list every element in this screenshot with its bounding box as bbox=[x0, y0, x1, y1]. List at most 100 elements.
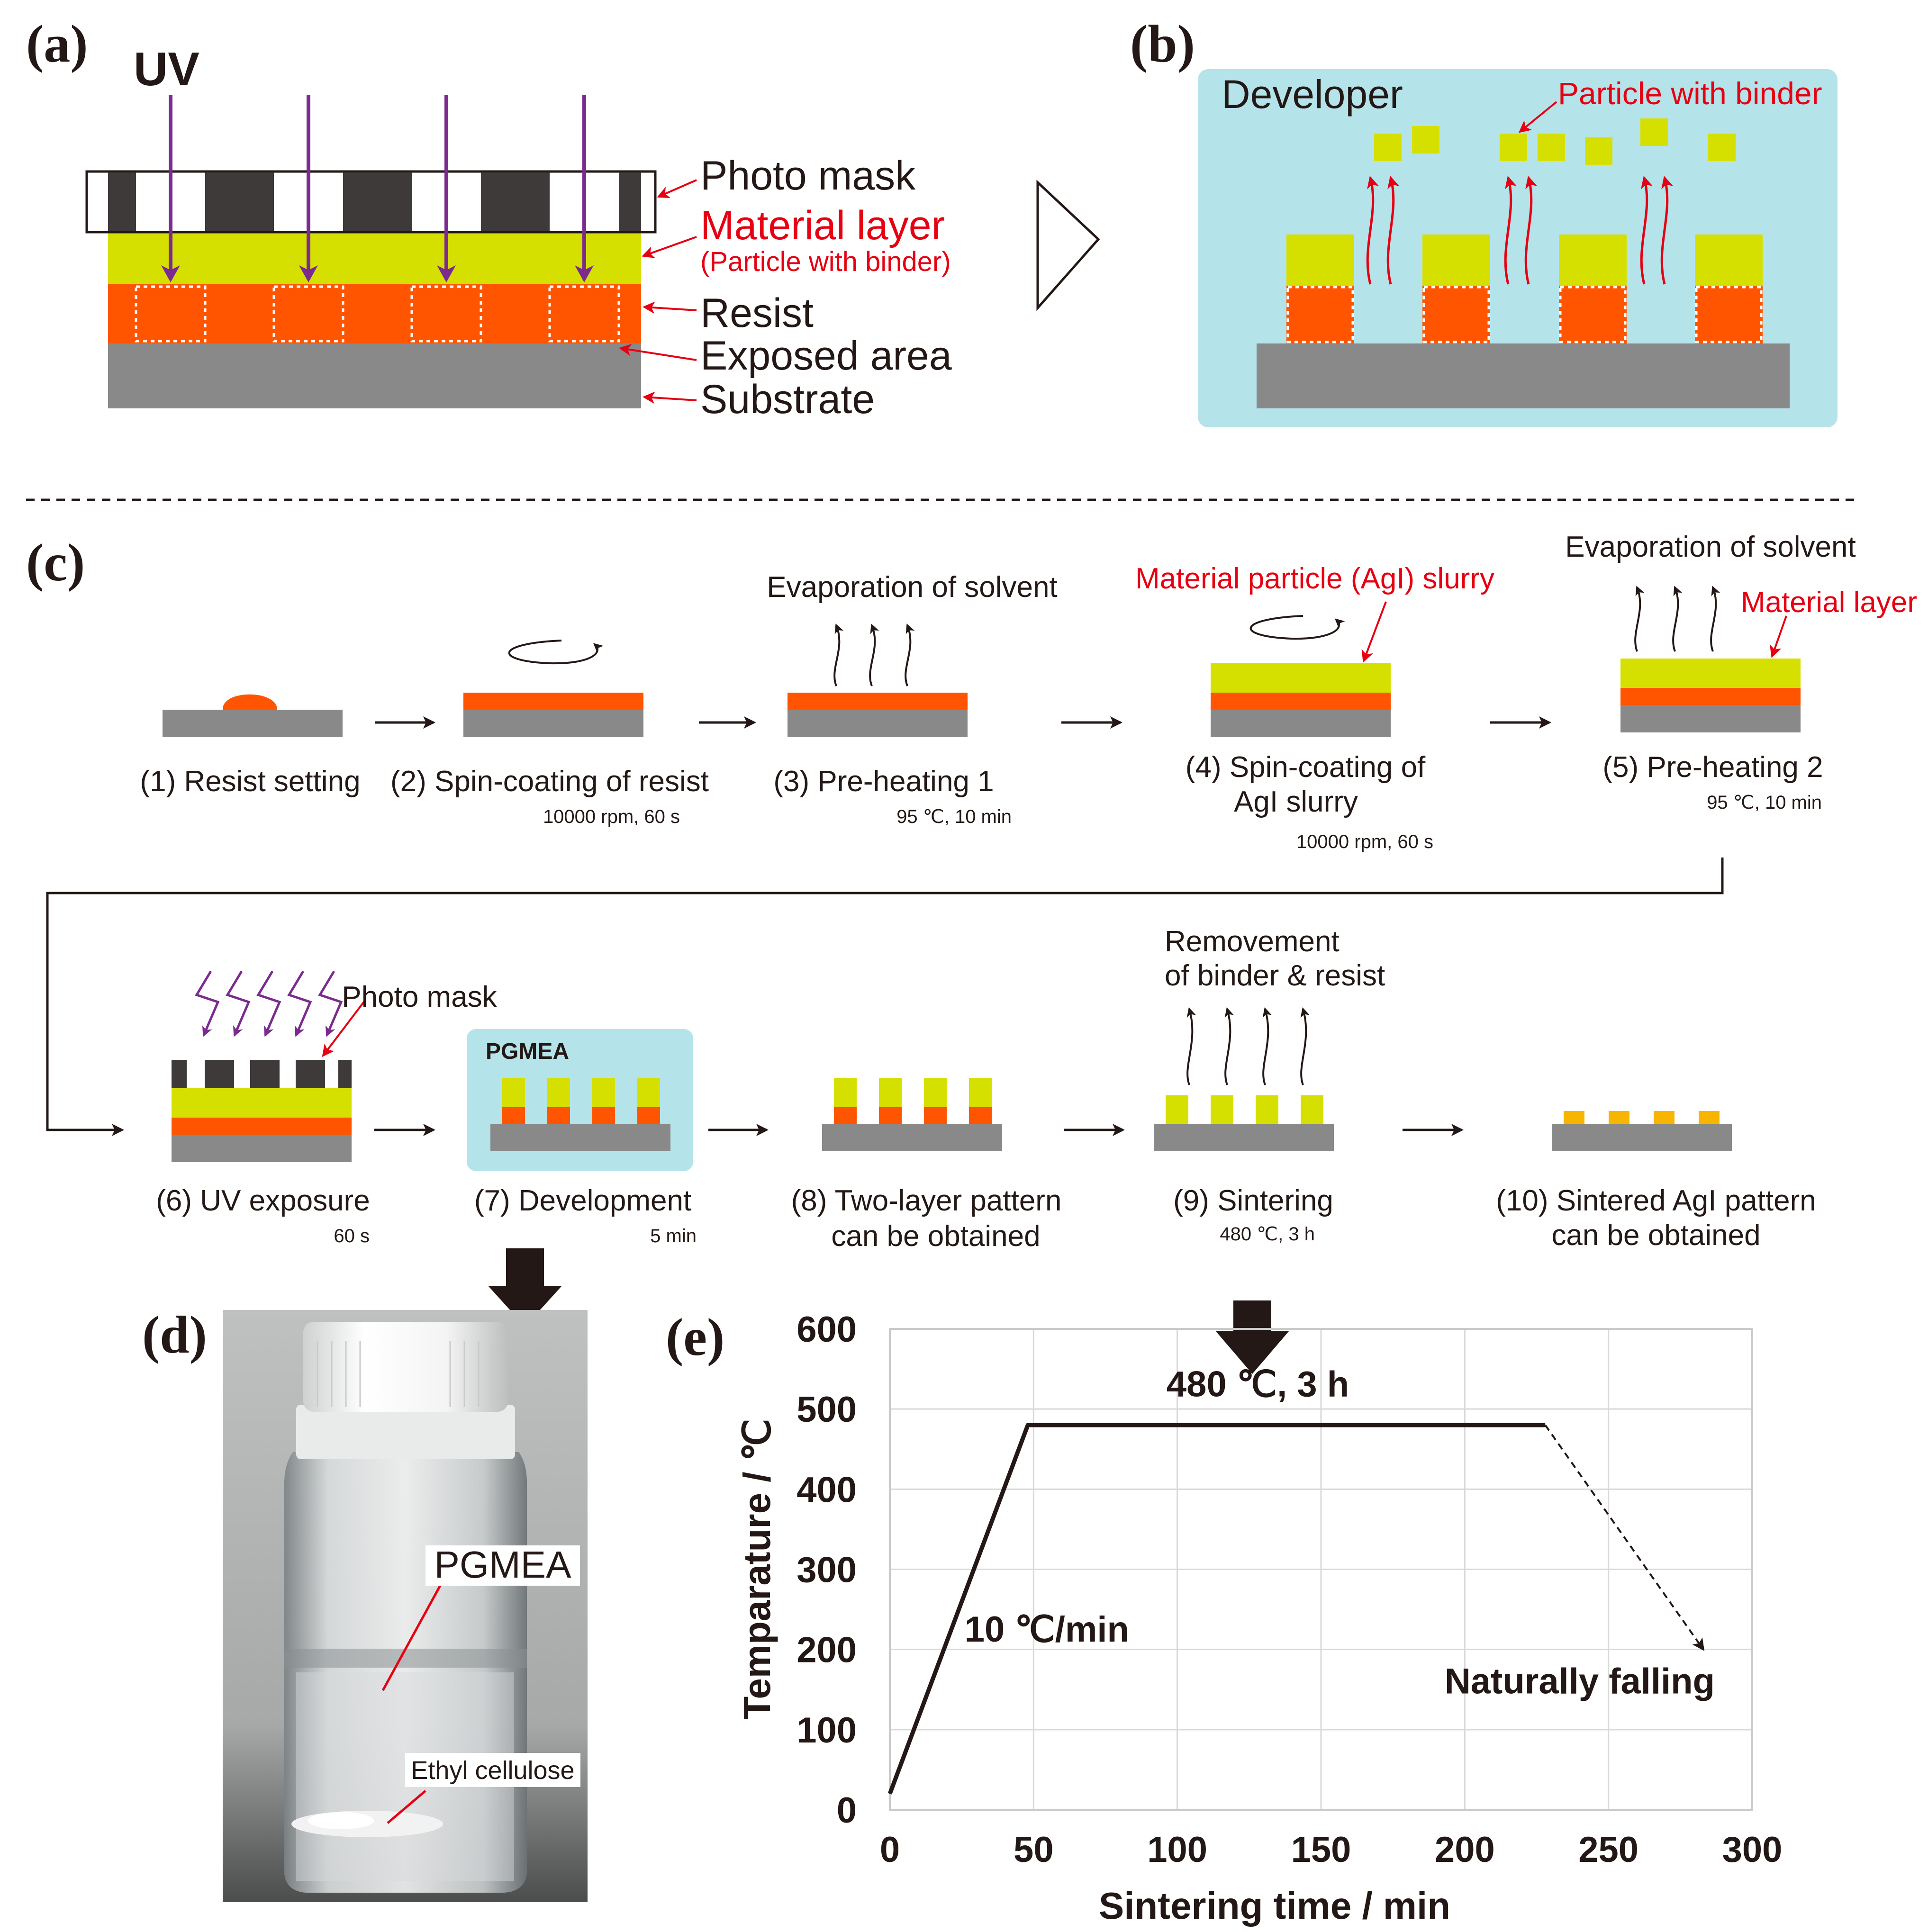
temperature-profile-line bbox=[887, 1423, 1546, 1795]
substrate-label: Substrate bbox=[700, 377, 875, 422]
step-7-diagram bbox=[467, 1029, 693, 1171]
particle bbox=[1538, 134, 1565, 161]
y-tick-label: 300 bbox=[797, 1550, 857, 1590]
slurry-label: Material particle (AgI) slurry bbox=[1135, 562, 1494, 595]
step-4-diagram bbox=[1211, 601, 1391, 737]
evaporation-label-1: Evaporation of solvent bbox=[767, 571, 1058, 604]
removement-label-2: of binder & resist bbox=[1165, 959, 1385, 992]
photo-mask-label: Photo mask bbox=[700, 153, 916, 199]
step-7-title: (7) Development bbox=[474, 1184, 691, 1217]
uv-label: UV bbox=[134, 43, 199, 96]
developer-bath bbox=[1198, 69, 1837, 427]
step-10-title-line2: can be obtained bbox=[1551, 1219, 1760, 1252]
panel-a: (a) UV Photo mask Material layer (Pa bbox=[26, 15, 952, 422]
row-connector-arrow bbox=[46, 858, 1724, 1136]
step-10-title: (10) Sintered AgI pattern bbox=[1496, 1184, 1816, 1217]
x-axis: 0 50 100 150 200 250 300 bbox=[880, 1830, 1783, 1870]
substrate-layer bbox=[108, 343, 641, 408]
particle bbox=[1640, 118, 1668, 146]
exposed-area-label: Exposed area bbox=[700, 333, 952, 379]
pillar bbox=[1559, 235, 1627, 343]
step-5-title: (5) Pre-heating 2 bbox=[1602, 751, 1823, 784]
step-1-diagram bbox=[163, 694, 343, 737]
step-9-diagram bbox=[1154, 1007, 1334, 1151]
x-tick-label: 250 bbox=[1578, 1830, 1638, 1870]
material-layer-sublabel: (Particle with binder) bbox=[700, 246, 951, 277]
step-1-title: (1) Resist setting bbox=[140, 765, 360, 798]
pillar bbox=[1695, 235, 1763, 343]
y-tick-label: 200 bbox=[797, 1630, 857, 1670]
step-6-title: (6) UV exposure bbox=[156, 1184, 370, 1217]
y-tick-label: 600 bbox=[797, 1309, 857, 1350]
uv-ray-icon bbox=[195, 970, 343, 1037]
y-axis-label: Temparature / ℃ bbox=[736, 1418, 778, 1719]
x-axis-label: Sintering time / min bbox=[1099, 1885, 1450, 1927]
step-3-diagram bbox=[787, 623, 968, 737]
panel-e: (e) 0 50 100 150 200 250 300 0 100 200 300 400 500 6… bbox=[666, 1308, 1782, 1927]
step-7-condition: 5 min bbox=[650, 1226, 697, 1246]
spin-arrow-icon bbox=[508, 640, 604, 665]
step-4-title-line2: AgI slurry bbox=[1234, 785, 1358, 818]
panel-b-label: (b) bbox=[1130, 15, 1195, 73]
exposed-area-3 bbox=[410, 285, 482, 343]
step-8-diagram bbox=[822, 1078, 1002, 1151]
step-8-title: (8) Two-layer pattern bbox=[791, 1184, 1062, 1217]
falling-annotation: Naturally falling bbox=[1445, 1661, 1715, 1702]
next-triangle-icon bbox=[1036, 180, 1100, 311]
y-tick-label: 100 bbox=[797, 1710, 857, 1751]
evaporation-label-2: Evaporation of solvent bbox=[1565, 531, 1856, 563]
resist-label: Resist bbox=[700, 290, 814, 336]
resist-layer bbox=[108, 284, 641, 343]
y-tick-label: 500 bbox=[797, 1390, 857, 1430]
x-tick-label: 200 bbox=[1435, 1830, 1495, 1870]
step-2-condition: 10000 rpm, 60 s bbox=[543, 806, 680, 827]
ramp-annotation: 10 ℃/min bbox=[965, 1609, 1129, 1650]
x-tick-label: 50 bbox=[1014, 1830, 1054, 1870]
photo-mask-callout: Photo mask bbox=[342, 981, 497, 1013]
particle bbox=[1500, 134, 1527, 161]
exposed-area-1 bbox=[135, 285, 207, 343]
down-arrow-icon bbox=[1216, 1300, 1289, 1374]
panel-d-label: (d) bbox=[142, 1306, 207, 1364]
particle bbox=[1708, 134, 1736, 161]
vial-photo bbox=[223, 1310, 588, 1902]
step-2-diagram bbox=[463, 640, 643, 737]
x-tick-label: 0 bbox=[880, 1830, 900, 1870]
particle bbox=[1585, 137, 1612, 165]
chart-series bbox=[887, 1423, 1705, 1795]
panel-a-label: (a) bbox=[26, 15, 88, 73]
step-3-title: (3) Pre-heating 1 bbox=[773, 765, 994, 798]
step-4-title: (4) Spin-coating of bbox=[1186, 751, 1426, 784]
step-5-diagram bbox=[1620, 586, 1801, 732]
panel-d: (d) bbox=[142, 1306, 588, 1902]
spin-arrow-icon bbox=[1249, 615, 1345, 640]
pillar bbox=[1422, 235, 1490, 343]
panel-c: (c) bbox=[26, 531, 1917, 1374]
y-tick-label: 400 bbox=[797, 1470, 857, 1510]
step-10-diagram bbox=[1552, 1111, 1732, 1151]
particle-binder-label: Particle with binder bbox=[1558, 76, 1822, 111]
particle bbox=[1412, 126, 1439, 153]
removement-label-1: Removement bbox=[1165, 925, 1340, 958]
x-tick-label: 300 bbox=[1722, 1830, 1783, 1870]
step-5-condition: 95 ℃, 10 min bbox=[1707, 792, 1822, 813]
down-arrow-icon bbox=[489, 1248, 561, 1327]
naturally-falling-arrow bbox=[1544, 1424, 1705, 1651]
exposed-area-4 bbox=[548, 285, 620, 343]
panel-c-label: (c) bbox=[26, 533, 85, 592]
pillar bbox=[1286, 235, 1354, 343]
step-2-title: (2) Spin-coating of resist bbox=[390, 765, 709, 798]
step-6-diagram bbox=[172, 970, 366, 1162]
step-8-title-line2: can be obtained bbox=[831, 1220, 1040, 1253]
developer-label: Developer bbox=[1222, 72, 1403, 117]
plot-area bbox=[889, 1328, 1753, 1811]
x-tick-label: 150 bbox=[1291, 1830, 1351, 1870]
step-9-title: (9) Sintering bbox=[1173, 1184, 1333, 1217]
x-tick-label: 100 bbox=[1147, 1830, 1207, 1870]
panel-e-label: (e) bbox=[666, 1308, 724, 1367]
y-tick-label: 0 bbox=[837, 1790, 857, 1831]
material-layer bbox=[108, 232, 641, 284]
material-layer-label: Material layer bbox=[700, 203, 945, 248]
exposed-area-2 bbox=[272, 285, 344, 343]
